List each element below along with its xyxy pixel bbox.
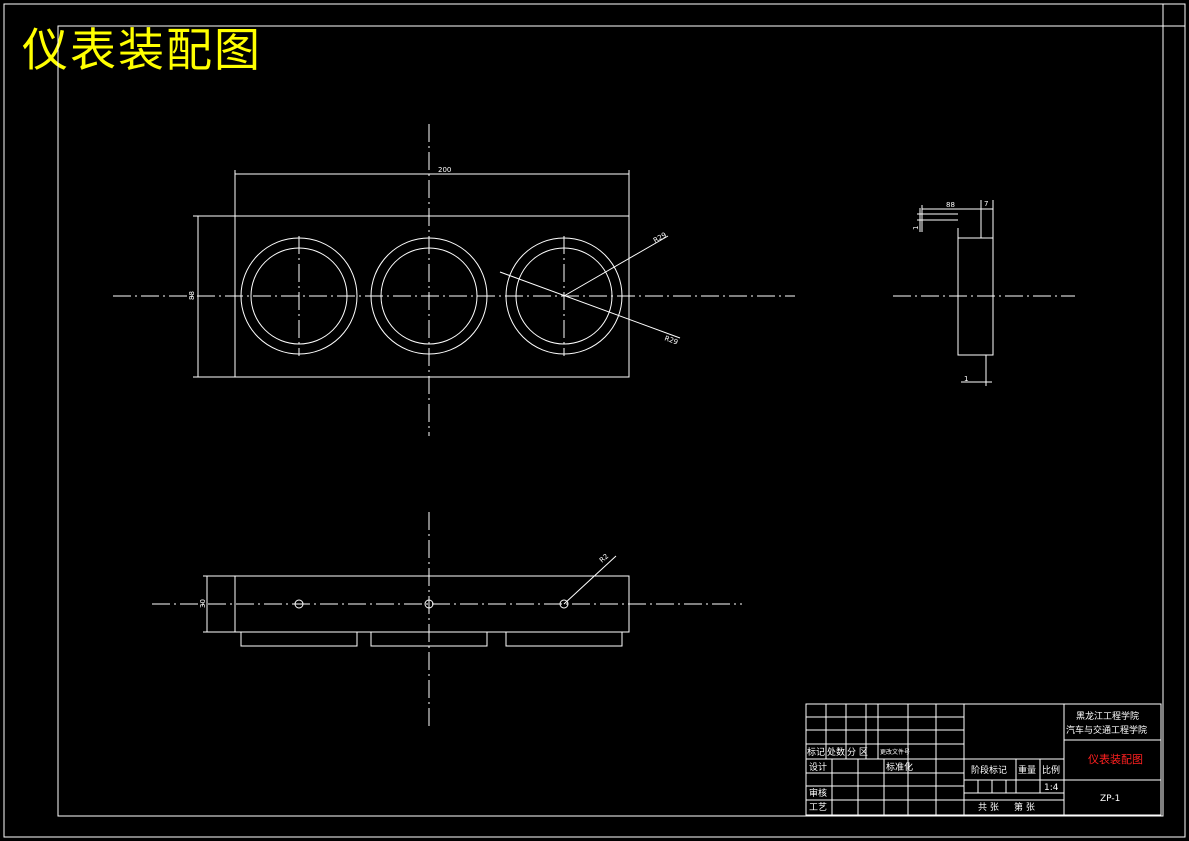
leader-r-inner: [499, 271, 681, 339]
dim-200: 200: [438, 166, 451, 174]
label-stage-mark: 阶段标记: [971, 764, 1007, 776]
label-standard: 标准化: [886, 761, 913, 773]
gauge-body-3: [505, 631, 623, 647]
gauge-body-2: [370, 631, 488, 647]
school-name-2: 汽车与交通工程学院: [1066, 724, 1147, 736]
label-weight: 重量: [1018, 764, 1036, 776]
dim-30: 30: [199, 599, 207, 608]
label-zone: 分 区: [847, 747, 868, 758]
label-scale: 比例: [1042, 764, 1060, 776]
label-design: 设计: [809, 761, 827, 773]
front-plate-outline: [234, 215, 630, 378]
drawing-title: 仪表装配图: [22, 23, 262, 77]
label-check: 审核: [809, 787, 827, 799]
leader-r-outer: [563, 235, 669, 297]
side-body: [957, 237, 994, 356]
outer-border: [3, 3, 1186, 838]
inner-border: [57, 25, 1164, 817]
label-mark: 标记: [807, 746, 825, 758]
label-count: 处数: [827, 746, 845, 758]
title-block-drawing-name: 仪表装配图: [1088, 752, 1143, 766]
mount-hole-3: [559, 599, 569, 609]
gauge-body-1: [240, 631, 358, 647]
side-dim-1-bottom: 1: [964, 375, 968, 383]
corner-mark: [1162, 3, 1186, 27]
dim-88: 88: [188, 291, 196, 300]
mount-hole-1: [294, 599, 304, 609]
top-view: 30 R2: [152, 512, 742, 726]
side-view: 88 7 1 1: [893, 200, 1075, 386]
scale-value: 1:4: [1044, 783, 1059, 793]
gauge-ring-inner-1: [250, 247, 348, 345]
dim-r-outer: R29: [652, 231, 668, 245]
title-block-drawing-code: ZP-1: [1100, 794, 1120, 804]
leader-hole: [563, 555, 617, 605]
label-sheet-no: 第 张: [1014, 801, 1035, 813]
side-dim-88: 88: [946, 201, 955, 209]
side-dim-7: 7: [984, 200, 988, 208]
gauge-ring-inner-2: [380, 247, 478, 345]
gauge-ring-outer-2: [370, 237, 488, 355]
title-block: 黑龙江工程学院 汽车与交通工程学院 仪表装配图 ZP-1 标记 处数 分 区 更…: [805, 703, 1162, 816]
dim-r-inner: R29: [663, 334, 679, 346]
gauge-ring-outer-1: [240, 237, 358, 355]
school-name-1: 黑龙江工程学院: [1076, 710, 1139, 722]
label-doc-no: 更改文件号: [880, 748, 910, 756]
label-sheets-total: 共 张: [978, 802, 999, 813]
label-process: 工艺: [809, 802, 827, 813]
mount-hole-2: [424, 599, 434, 609]
gauge-ring-inner-3: [515, 247, 613, 345]
side-dim-1-top: 1: [912, 226, 920, 230]
gauge-ring-outer-3: [505, 237, 623, 355]
front-view: 200 88 R29 R29: [113, 124, 795, 436]
